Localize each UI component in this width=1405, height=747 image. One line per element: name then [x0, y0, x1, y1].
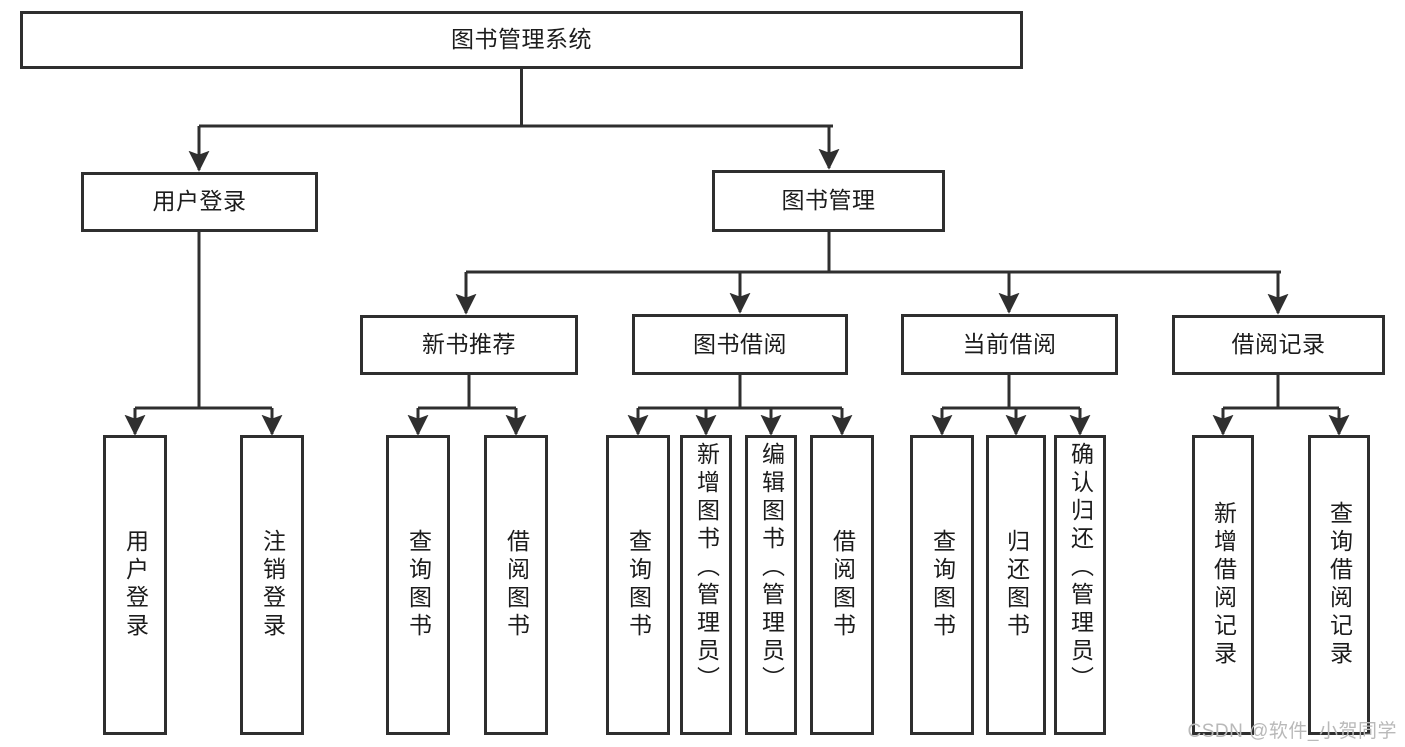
node-current-borrow[interactable]: 当前借阅 — [901, 314, 1118, 375]
node-leaf-logout[interactable]: 注销登录 — [240, 435, 304, 735]
node-label: 查询借阅记录 — [1326, 501, 1353, 669]
node-borrow-record[interactable]: 借阅记录 — [1172, 315, 1385, 375]
node-leaf-borrow-book[interactable]: 借阅图书 — [810, 435, 874, 735]
node-leaf-add-book-admin[interactable]: 新增图书（管理员） — [680, 435, 732, 735]
node-label: 编辑图书（管理员） — [758, 442, 785, 694]
connector-borrowrecord-to-leaves — [1212, 375, 1350, 436]
node-leaf-query-book-current[interactable]: 查询图书 — [910, 435, 974, 735]
node-leaf-return-book[interactable]: 归还图书 — [986, 435, 1046, 735]
watermark-text: CSDN @软件_小贺同学 — [1187, 721, 1397, 742]
node-label: 查询图书 — [405, 529, 432, 641]
node-leaf-query-borrow-record[interactable]: 查询借阅记录 — [1308, 435, 1370, 735]
node-leaf-confirm-return-admin[interactable]: 确认归还（管理员） — [1054, 435, 1106, 735]
node-label: 新增图书（管理员） — [693, 442, 720, 694]
node-leaf-query-book-borrow[interactable]: 查询图书 — [606, 435, 670, 735]
node-book-borrow[interactable]: 图书借阅 — [632, 314, 848, 375]
node-label: 查询图书 — [625, 529, 652, 641]
node-label: 用户登录 — [122, 529, 149, 641]
node-root-book-management-system[interactable]: 图书管理系统 — [20, 11, 1023, 69]
node-leaf-query-book-recommend[interactable]: 查询图书 — [386, 435, 450, 735]
node-label: 新书推荐 — [422, 331, 516, 358]
node-leaf-user-login[interactable]: 用户登录 — [103, 435, 167, 735]
node-new-book-recommend[interactable]: 新书推荐 — [360, 315, 578, 375]
node-label: 确认归还（管理员） — [1067, 442, 1094, 694]
connector-bookmanage-to-level3 — [455, 232, 1289, 315]
node-label: 图书管理系统 — [451, 26, 592, 53]
connector-root-to-level2 — [188, 69, 840, 172]
node-label: 图书借阅 — [693, 330, 787, 357]
connector-currentborrow-to-leaves — [931, 375, 1091, 436]
node-label: 注销登录 — [259, 529, 286, 641]
node-label: 查询图书 — [929, 529, 956, 641]
connector-newbook-to-leaves — [407, 375, 527, 436]
node-label: 用户登录 — [152, 188, 247, 215]
node-book-management[interactable]: 图书管理 — [712, 170, 945, 232]
node-leaf-add-borrow-record[interactable]: 新增借阅记录 — [1192, 435, 1254, 735]
node-label: 借阅图书 — [503, 529, 530, 641]
node-label: 图书管理 — [781, 187, 876, 214]
node-user-login[interactable]: 用户登录 — [81, 172, 318, 232]
node-label: 借阅图书 — [829, 529, 856, 641]
node-label: 借阅记录 — [1231, 331, 1326, 358]
node-label: 归还图书 — [1003, 529, 1030, 641]
connector-bookborrow-to-leaves — [627, 375, 853, 436]
node-label: 新增借阅记录 — [1210, 501, 1237, 669]
node-leaf-borrow-book-recommend[interactable]: 借阅图书 — [484, 435, 548, 735]
node-leaf-edit-book-admin[interactable]: 编辑图书（管理员） — [745, 435, 797, 735]
connector-userlogin-to-leaves — [124, 232, 283, 436]
node-label: 当前借阅 — [962, 330, 1057, 357]
